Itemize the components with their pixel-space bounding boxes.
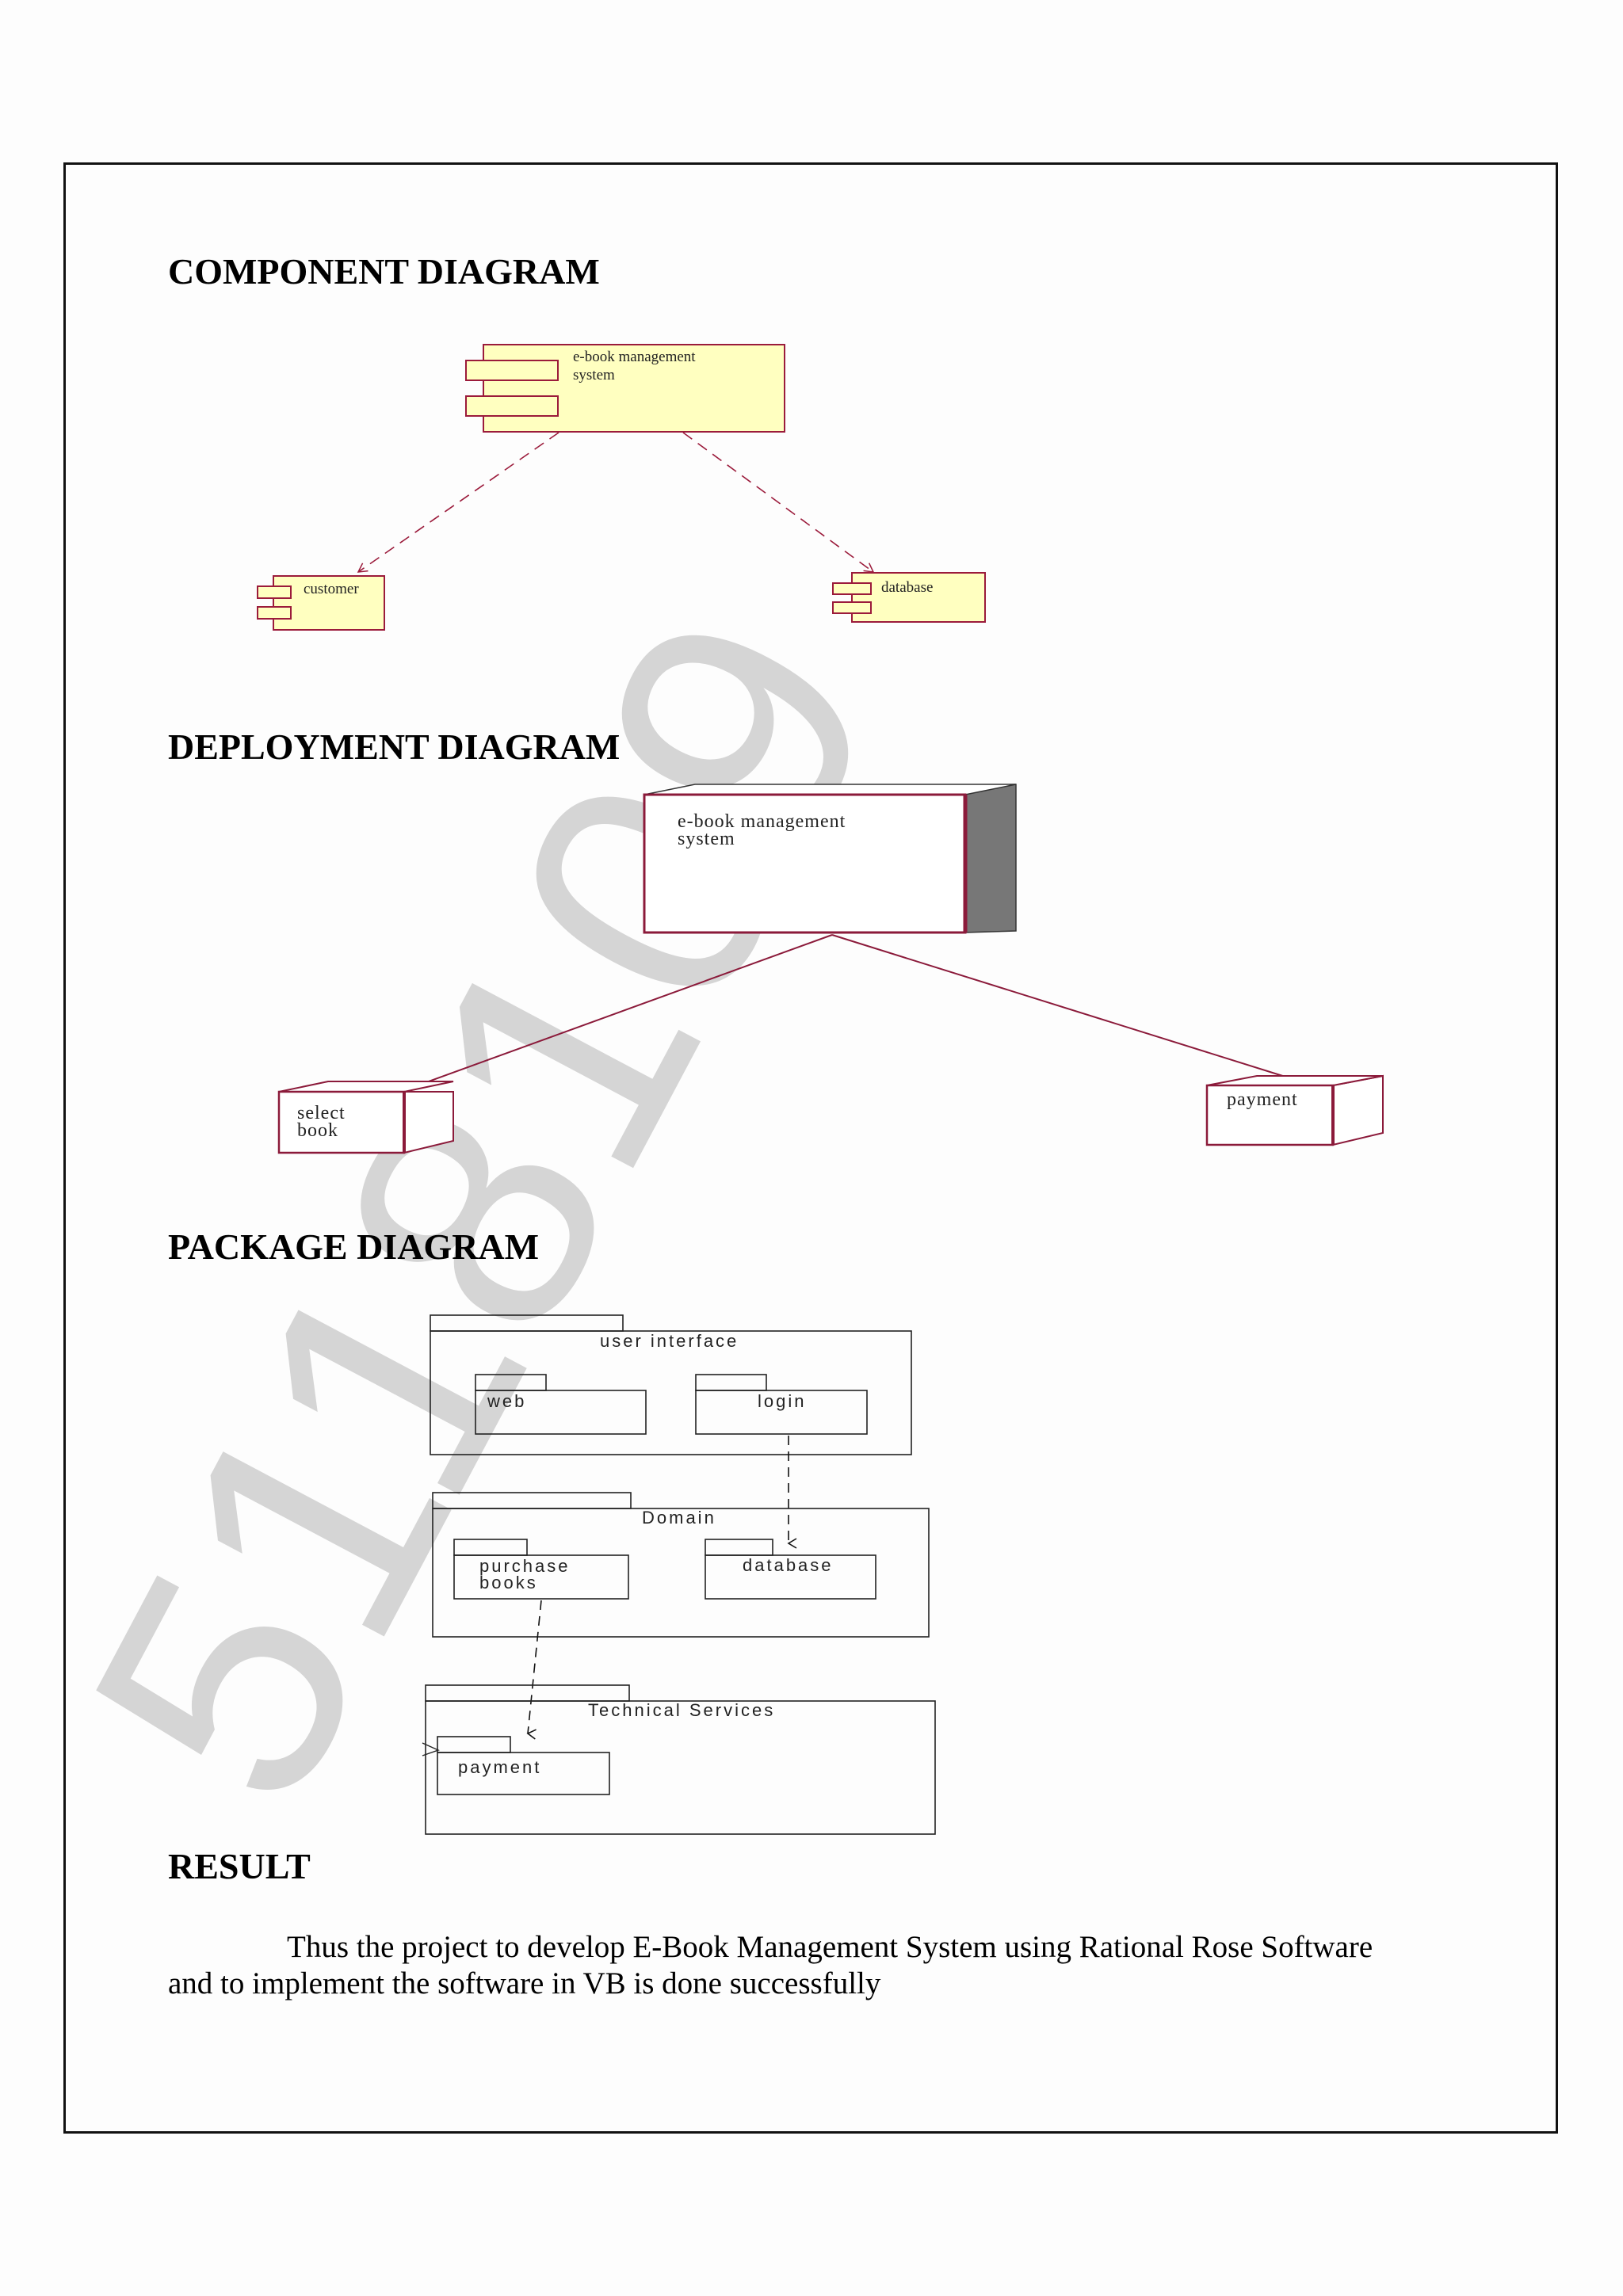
result-line-2: and to implement the software in VB is d… [168, 1966, 881, 2000]
node-select-book-label-2: book [297, 1120, 338, 1141]
component-database: database [832, 572, 986, 623]
dependency-purchase-to-payment [526, 1600, 542, 1740]
package-technical-services: Technical Services [425, 1684, 936, 1835]
connection-to-select-book [399, 934, 833, 1093]
node-main-label-1: e-book management [678, 811, 846, 832]
node-select-book-label-1: select [297, 1103, 346, 1123]
package-diagram-heading: PACKAGE DIAGRAM [168, 1226, 540, 1267]
dependency-to-database [682, 432, 875, 573]
package-domain: Domain [432, 1492, 930, 1638]
deployment-diagram-heading: DEPLOYMENT DIAGRAM [168, 727, 621, 767]
package-user-interface-label: user interface [600, 1331, 739, 1351]
package-login: login [695, 1374, 868, 1435]
package-database: database [705, 1539, 876, 1600]
component-customer: customer [257, 575, 385, 631]
connection-to-payment [831, 934, 1289, 1078]
component-main-label-2: system [573, 367, 615, 383]
package-domain-label: Domain [642, 1508, 716, 1527]
component-database-label: database [881, 579, 933, 596]
arrowhead-icon [422, 1742, 440, 1756]
package-database-label: database [743, 1555, 834, 1575]
node-payment-label: payment [1227, 1089, 1298, 1110]
result-heading: RESULT [168, 1846, 311, 1886]
dependency-to-customer [357, 432, 559, 573]
package-technical-services-label: Technical Services [588, 1700, 775, 1720]
node-select-book: select book [277, 1081, 454, 1154]
package-login-label: login [758, 1391, 806, 1411]
component-e-book-management-system: e-book management system [465, 344, 785, 433]
package-payment: payment [437, 1736, 610, 1795]
node-e-book-management-system: e-book management system [643, 784, 1017, 934]
package-user-interface: user interface [430, 1314, 912, 1455]
package-payment-label: payment [458, 1757, 541, 1777]
package-web-label: web [487, 1391, 526, 1411]
result-paragraph: Thus the project to develop E-Book Manag… [168, 1929, 1468, 2002]
result-line-1: Thus the project to develop E-Book Manag… [287, 1930, 1373, 1964]
package-purchase-books-label-1: purchase [479, 1556, 571, 1576]
package-web: web [475, 1374, 647, 1435]
component-main-label-1: e-book management [573, 349, 696, 365]
node-payment: payment [1205, 1074, 1384, 1146]
component-customer-label: customer [304, 581, 359, 597]
node-main-label-2: system [678, 829, 735, 849]
package-purchase-books: purchase books [453, 1539, 629, 1600]
component-diagram-heading: COMPONENT DIAGRAM [168, 251, 600, 292]
page-border [63, 162, 1558, 2134]
package-purchase-books-label-2: books [479, 1573, 538, 1592]
